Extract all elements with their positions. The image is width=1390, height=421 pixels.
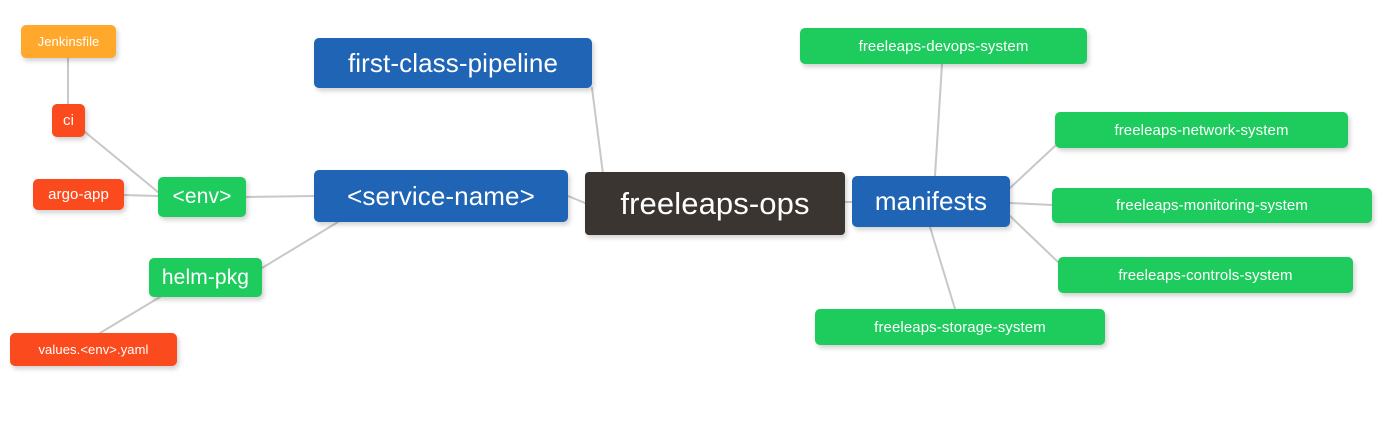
edge-service-name-to-env [245, 195, 315, 198]
mindmap-node-freeleaps-controls-system[interactable]: freeleaps-controls-system [1058, 257, 1353, 293]
edge-env-to-argo-app [123, 194, 159, 197]
mindmap-node-service-name[interactable]: <service-name> [314, 170, 568, 222]
mindmap-node-freeleaps-ops[interactable]: freeleaps-ops [585, 172, 845, 235]
edge-manifests-to-freeleaps-controls-system [1009, 215, 1059, 263]
edge-manifests-to-freeleaps-storage-system [929, 226, 956, 310]
edge-manifests-to-freeleaps-monitoring-system [1009, 202, 1053, 206]
edge-service-name-to-first-class-pipeline [591, 87, 604, 175]
mindmap-node-helm-pkg[interactable]: helm-pkg [149, 258, 262, 297]
mindmap-node-freeleaps-devops-system[interactable]: freeleaps-devops-system [800, 28, 1087, 64]
edge-service-name-to-helm-pkg [261, 221, 339, 269]
edge-freeleaps-ops-to-service-name [567, 195, 586, 204]
mindmap-node-freeleaps-storage-system[interactable]: freeleaps-storage-system [815, 309, 1105, 345]
edge-manifests-to-freeleaps-devops-system [934, 63, 943, 177]
mindmap-node-values-env-yaml[interactable]: values.<env>.yaml [10, 333, 177, 366]
edge-manifests-to-freeleaps-network-system [1009, 145, 1056, 189]
mindmap-node-freeleaps-monitoring-system[interactable]: freeleaps-monitoring-system [1052, 188, 1372, 223]
mindmap-node-ci[interactable]: ci [52, 104, 85, 137]
mindmap-node-first-class-pipeline[interactable]: first-class-pipeline [314, 38, 592, 88]
edge-helm-pkg-to-values-env-yaml [99, 296, 161, 334]
mindmap-node-jenkinsfile[interactable]: Jenkinsfile [21, 25, 116, 58]
mindmap-node-argo-app[interactable]: argo-app [33, 179, 124, 210]
mindmap-node-manifests[interactable]: manifests [852, 176, 1010, 227]
mindmap-node-env[interactable]: <env> [158, 177, 246, 217]
mindmap-node-freeleaps-network-system[interactable]: freeleaps-network-system [1055, 112, 1348, 148]
